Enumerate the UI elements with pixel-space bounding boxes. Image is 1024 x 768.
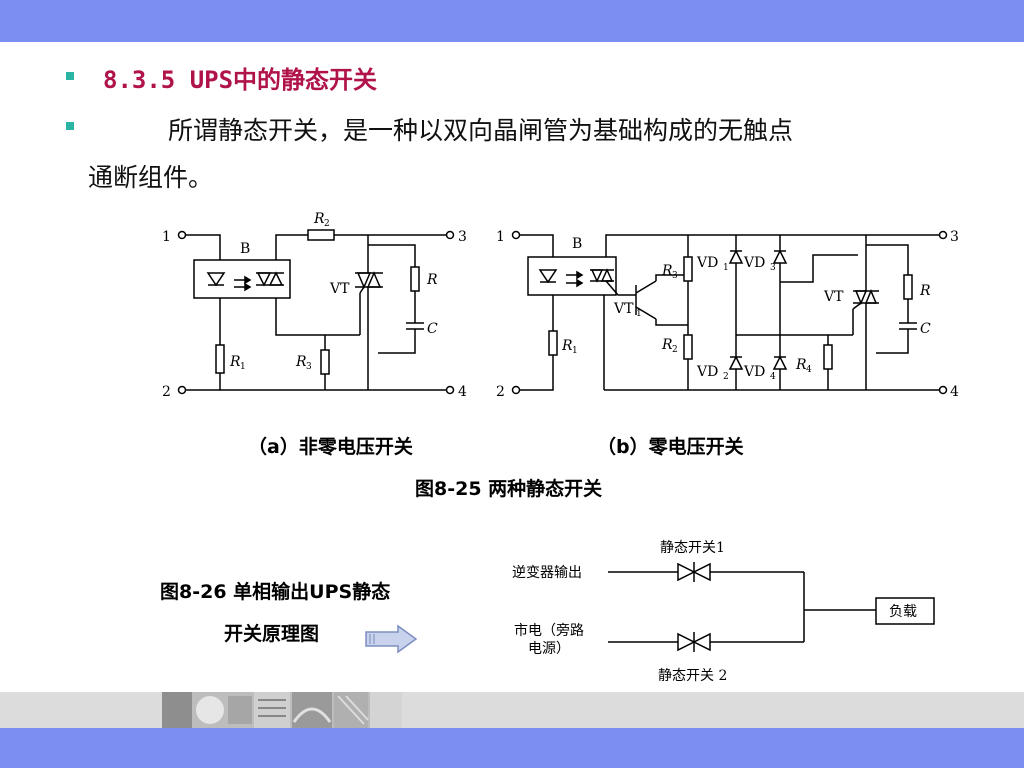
r1-sub: 1: [240, 362, 246, 372]
terminal-4-label: 4: [458, 384, 467, 400]
r1-label: R: [561, 338, 573, 354]
r2-label: R: [313, 211, 325, 227]
terminal-2-label: 2: [496, 384, 505, 400]
ups-switch-diagram: 静态开关1 逆变器输出 市电（旁路 电源） 静态开关 2 负载: [512, 540, 935, 684]
r3-sub: 3: [672, 271, 678, 281]
footer-decoration: [162, 692, 402, 728]
caption-a: （a）非零电压开关: [248, 436, 413, 458]
r3-label: R: [661, 263, 673, 279]
c-label: C: [920, 321, 931, 337]
caption-b: （b）零电压开关: [597, 436, 744, 458]
vt1-sub: 1: [636, 309, 642, 319]
figure26-caption-line1: 图8-26 单相输出UPS静态: [160, 581, 391, 603]
terminal-4-label: 4: [950, 384, 959, 400]
bullet-icon: [66, 72, 74, 80]
mains-label-line1: 市电（旁路: [514, 622, 584, 639]
circuit-diagram-a: 1 2 3 4 B R 2 R 1 R 3 VT R C: [162, 211, 467, 400]
r3-sub: 3: [306, 362, 312, 372]
top-band: [0, 0, 1024, 42]
r-label: R: [919, 283, 931, 299]
r2-sub: 2: [324, 219, 330, 229]
figure-caption: 图8-25 两种静态开关: [415, 478, 603, 500]
optocoupler-label: B: [572, 236, 582, 252]
figure26-caption-line2: 开关原理图: [224, 623, 320, 645]
r2-sub: 2: [672, 345, 678, 355]
r4-sub: 4: [806, 365, 812, 375]
vd2-label: VD: [696, 364, 718, 380]
r1-sub: 1: [572, 346, 578, 356]
terminal-1-label: 1: [162, 229, 171, 245]
r1-label: R: [229, 354, 241, 370]
vd3-sub: 3: [770, 263, 776, 273]
bullet-icon: [66, 122, 74, 130]
vt-label: VT: [329, 281, 350, 297]
r-label: R: [426, 272, 438, 288]
r3-label: R: [295, 354, 307, 370]
vd4-sub: 4: [770, 372, 776, 382]
terminal-3-label: 3: [950, 229, 959, 245]
r2-label: R: [661, 337, 673, 353]
optocoupler-label: B: [240, 241, 250, 257]
vd3-label: VD: [743, 255, 765, 271]
c-label: C: [427, 321, 438, 337]
vd1-sub: 1: [723, 263, 729, 273]
right-arrow-icon[interactable]: [364, 624, 418, 654]
terminal-2-label: 2: [162, 384, 171, 400]
load-label: 负载: [889, 604, 917, 620]
terminal-1-label: 1: [496, 229, 505, 245]
section-heading: 8.3.5 UPS中的静态开关: [103, 66, 378, 94]
vd4-label: VD: [743, 364, 765, 380]
switch-1-label: 静态开关1: [660, 540, 725, 556]
mains-label-line2: 电源）: [528, 641, 570, 657]
vt-label: VT: [823, 289, 844, 305]
circuit-diagram-b: 1 2 3 4 B R 1 R 3 VD 1 VD 3 R 2 VD 2 VD …: [496, 229, 959, 400]
terminal-3-label: 3: [458, 229, 467, 245]
vd1-label: VD: [696, 255, 718, 271]
r4-label: R: [795, 357, 807, 373]
paragraph-line-1: 所谓静态开关，是一种以双向晶闸管为基础构成的无触点: [168, 116, 794, 145]
paragraph-line-2: 通断组件。: [88, 163, 214, 192]
footer-strip: [0, 692, 1024, 728]
bottom-band: [0, 728, 1024, 768]
vd2-sub: 2: [723, 372, 729, 382]
inverter-output-label: 逆变器输出: [512, 565, 582, 581]
switch-2-label: 静态开关 2: [658, 668, 727, 684]
vt1-label: VT: [613, 301, 634, 317]
